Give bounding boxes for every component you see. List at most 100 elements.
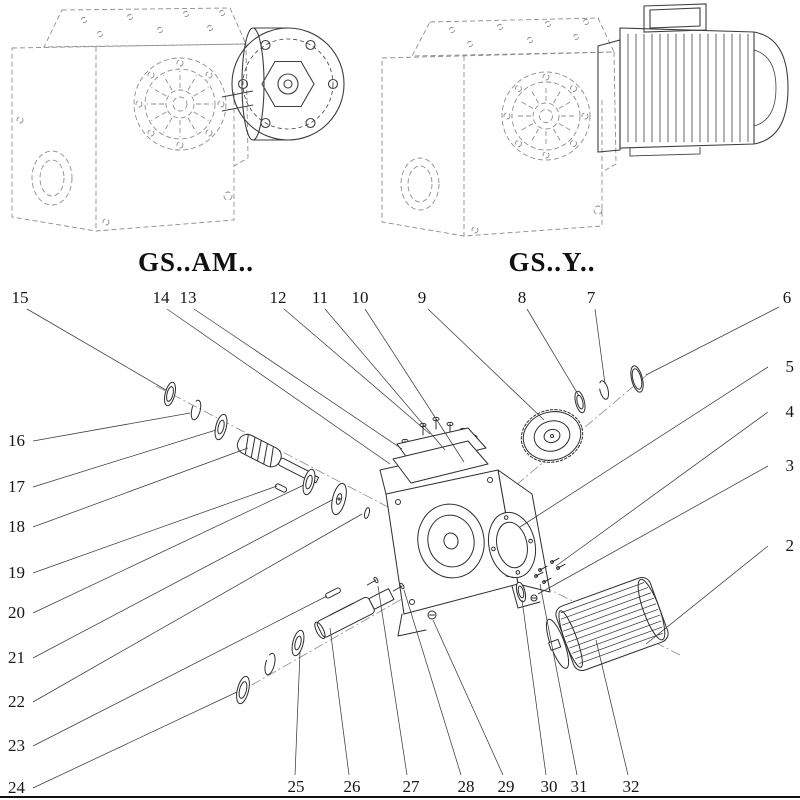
drawing-gs-y: [381, 17, 617, 237]
leader-line-4: [555, 411, 769, 567]
part-plug-29: [427, 610, 437, 620]
callout-label-6: 6: [783, 288, 792, 307]
leader-line-30: [521, 599, 547, 776]
callout-label-4: 4: [786, 402, 795, 421]
callout-label-10: 10: [352, 288, 369, 307]
part-motor: [545, 576, 669, 672]
leader-line-18: [32, 447, 249, 528]
leader-line-9: [427, 308, 545, 421]
leader-line-5: [519, 366, 769, 528]
callout-label-12: 12: [270, 288, 287, 307]
exploded-parts: [164, 365, 669, 705]
leader-line-26: [329, 627, 350, 776]
callout-label-13: 13: [180, 288, 197, 307]
leader-line-8: [526, 308, 580, 397]
callout-label-16: 16: [8, 431, 25, 450]
callout-label-15: 15: [12, 288, 29, 307]
model-label-left: GS..AM..: [138, 247, 254, 277]
leader-line-20: [32, 484, 305, 614]
callout-label-5: 5: [786, 357, 795, 376]
part-key-input: [274, 483, 288, 493]
motor-fins-exploded: [560, 582, 663, 664]
leader-line-32: [595, 639, 629, 776]
callout-label-30: 30: [541, 777, 558, 796]
part-cover-gasket: [392, 440, 489, 484]
callout-label-32: 32: [623, 777, 640, 796]
model-label-right: GS..Y..: [508, 247, 595, 277]
callout-label-20: 20: [8, 603, 25, 622]
callout-label-8: 8: [518, 288, 527, 307]
leader-line-11: [324, 308, 446, 451]
leader-line-7: [594, 308, 606, 385]
callout-label-2: 2: [786, 536, 795, 555]
drawing-am-flange: [221, 27, 345, 141]
leader-line-10: [364, 308, 465, 463]
callout-label-19: 19: [8, 563, 25, 582]
leader-line-2: [645, 545, 769, 645]
leader-line-6: [645, 306, 780, 376]
callout-label-7: 7: [587, 288, 596, 307]
part-output-shaft: [314, 588, 395, 640]
part-seal-ring: [164, 381, 176, 407]
leader-line-15: [26, 308, 167, 391]
part-output-flange-washer: [236, 675, 250, 705]
input-bore-hatch-right: [503, 73, 589, 159]
input-bore-hatch: [135, 59, 225, 149]
callout-label-23: 23: [8, 736, 25, 755]
leader-line-22: [32, 513, 363, 703]
part-spacer-ring: [363, 507, 371, 519]
part-gear-end-ring: [630, 365, 644, 393]
part-worm-wheel-washer: [331, 482, 347, 516]
callout-label-21: 21: [8, 648, 25, 667]
leader-line-13: [193, 308, 403, 450]
part-gear-circlip: [598, 380, 610, 400]
part-bearing-input-a: [214, 413, 228, 441]
part-output-key: [325, 587, 341, 599]
part-worm-shaft: [236, 433, 320, 484]
drawing-y-motor: [597, 3, 789, 157]
part-housing: [379, 465, 551, 637]
leader-line-27: [377, 585, 408, 776]
callout-label-28: 28: [458, 777, 475, 796]
callout-label-22: 22: [8, 692, 25, 711]
part-output-cover-ring: [487, 511, 537, 579]
callout-label-17: 17: [8, 477, 26, 496]
callout-label-18: 18: [8, 517, 25, 536]
leader-line-19: [32, 485, 278, 574]
leader-line-16: [32, 412, 191, 442]
drawing-gs-am: [11, 7, 249, 232]
callout-label-3: 3: [786, 456, 795, 475]
part-retaining-ring: [190, 399, 202, 421]
callout-label-11: 11: [312, 288, 328, 307]
part-gear-washer: [574, 390, 586, 414]
part-interface-screws: [534, 557, 566, 584]
callout-label-14: 14: [153, 288, 171, 307]
part-motor-gasket: [515, 581, 527, 603]
leader-line-24: [32, 691, 238, 789]
leader-line-29: [432, 619, 504, 776]
part-plug-3: [530, 594, 538, 602]
leader-line-21: [32, 499, 333, 659]
leader-line-12: [283, 308, 431, 435]
part-bolt-27: [366, 576, 379, 586]
leader-line-28: [403, 589, 462, 776]
callout-label-27: 27: [403, 777, 421, 796]
leader-line-17: [32, 429, 217, 488]
motor-fins: [627, 34, 749, 142]
leader-line-25: [294, 651, 301, 776]
leader-line-23: [32, 595, 328, 747]
part-bearing-input-b: [302, 468, 316, 496]
callout-label-9: 9: [418, 288, 427, 307]
leader-line-14: [166, 308, 391, 465]
callout-label-25: 25: [288, 777, 305, 796]
leader-line-31: [539, 583, 578, 776]
callout-label-29: 29: [498, 777, 515, 796]
part-output-circlip: [264, 652, 276, 676]
callout-label-26: 26: [344, 777, 361, 796]
callout-label-24: 24: [8, 778, 26, 797]
terminal-box: [643, 3, 707, 33]
part-output-bearing: [291, 629, 305, 657]
leader-line-3: [537, 465, 769, 595]
